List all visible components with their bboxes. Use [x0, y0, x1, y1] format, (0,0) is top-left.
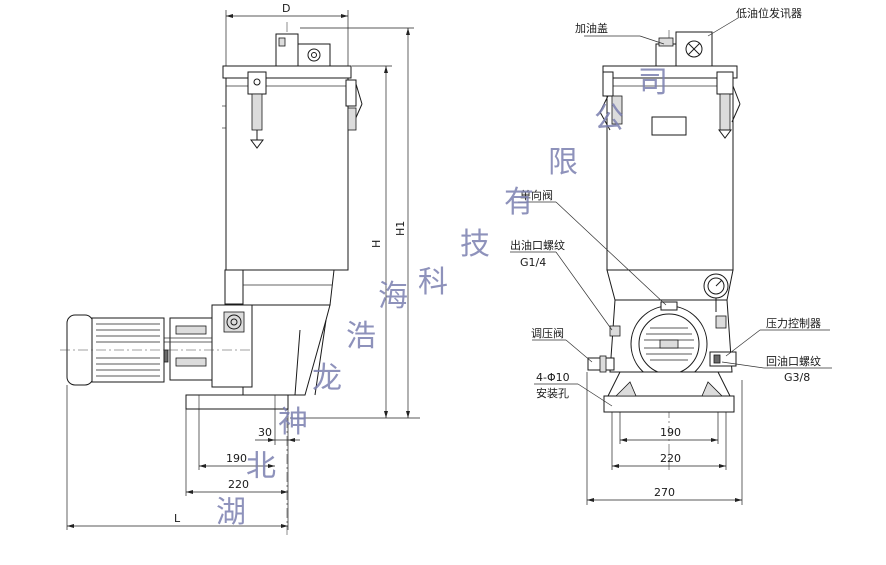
watermark-char: 浩 [346, 319, 376, 354]
low-level-switch-box [297, 43, 331, 67]
right-view-clamp-right [716, 71, 741, 139]
right-clamp [345, 79, 363, 131]
dim-right-270-label: 270 [654, 486, 675, 499]
dim-30-label: 30 [258, 426, 272, 439]
dim-H1-label: H1 [394, 221, 407, 236]
watermark-char: 公 [594, 101, 624, 136]
label-outlet-size: G1/4 [520, 256, 546, 269]
dim-H-label: H [370, 240, 383, 248]
check-valve-part [660, 301, 678, 311]
outlet-port [609, 325, 621, 337]
watermark-char: 限 [548, 145, 578, 180]
watermark-char: 海 [378, 279, 408, 314]
dim-190-label: 190 [226, 452, 247, 465]
watermark-char: 湖 [216, 495, 246, 530]
neck-left [224, 269, 244, 305]
watermark-char: 科 [418, 265, 448, 300]
label-outlet-thread: 出油口螺纹 [510, 238, 565, 252]
left-base-plate [185, 394, 289, 410]
label-mount-holes: 安装孔 [536, 386, 569, 400]
watermark-char: 北 [246, 449, 276, 484]
watermark-char: 龙 [312, 361, 342, 396]
label-low-level-switch: 低油位发讯器 [736, 6, 802, 20]
right-view-clamp-left [599, 71, 623, 131]
dim-right-190-label: 190 [660, 426, 681, 439]
dim-L-label: L [174, 512, 181, 525]
fill-cap [655, 43, 677, 67]
right-base-plate [603, 395, 735, 413]
right-view: 190 220 270 加油盖 低油位发讯器 单向阀 出油口螺纹 G1/4 调压… [510, 6, 832, 505]
label-fill-cap: 加油盖 [575, 21, 608, 35]
label-relief-valve: 调压阀 [531, 326, 564, 340]
right-tank-body [606, 71, 734, 271]
tank-top-rim [222, 65, 352, 79]
watermark-char: 神 [278, 405, 308, 440]
label-return-thread: 回油口螺纹 [766, 354, 821, 368]
right-port [715, 315, 727, 329]
label-return-size: G3/8 [784, 371, 810, 384]
dim-D-label: D [282, 2, 290, 15]
watermark-char: 技 [460, 227, 490, 262]
dim-220-label: 220 [228, 478, 249, 491]
left-view: D H H1 30 190 220 L [60, 2, 420, 535]
label-holes: 4-Φ10 [536, 371, 570, 384]
label-pressure-controller: 压力控制器 [766, 316, 821, 330]
watermark: 湖 北 神 龙 浩 海 科 技 有 限 公 司 [216, 65, 668, 530]
dim-right-220-label: 220 [660, 452, 681, 465]
watermark-char: 司 [638, 65, 668, 100]
watermark-char: 有 [504, 185, 534, 220]
nameplate [651, 116, 687, 136]
label-check-valve: 单向阀 [520, 188, 553, 202]
tank-body [225, 71, 349, 271]
neck-body [242, 269, 335, 306]
left-clamp [247, 71, 267, 149]
